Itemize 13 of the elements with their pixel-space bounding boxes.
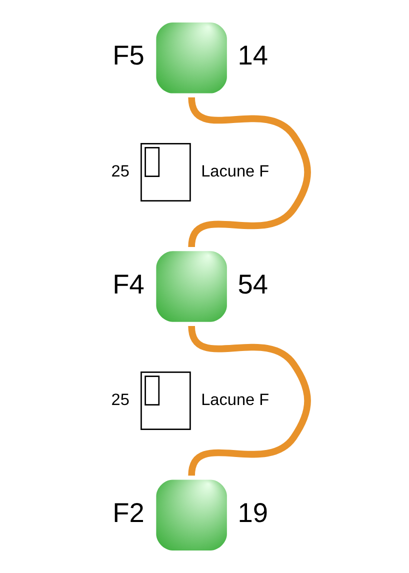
node-label: Lacune F (200, 162, 269, 180)
node-label: F4 (112, 268, 144, 300)
node-label: 25 (110, 162, 129, 180)
node-box (156, 251, 226, 322)
node-label: 25 (110, 391, 129, 410)
node-box (156, 22, 226, 94)
node-label: F2 (112, 496, 144, 528)
node-label: 54 (237, 268, 268, 300)
node-label: 19 (237, 496, 268, 528)
node-box (156, 480, 226, 550)
node-label: F5 (112, 40, 144, 71)
node-label: 14 (237, 40, 268, 71)
node-label: Lacune F (200, 391, 269, 410)
